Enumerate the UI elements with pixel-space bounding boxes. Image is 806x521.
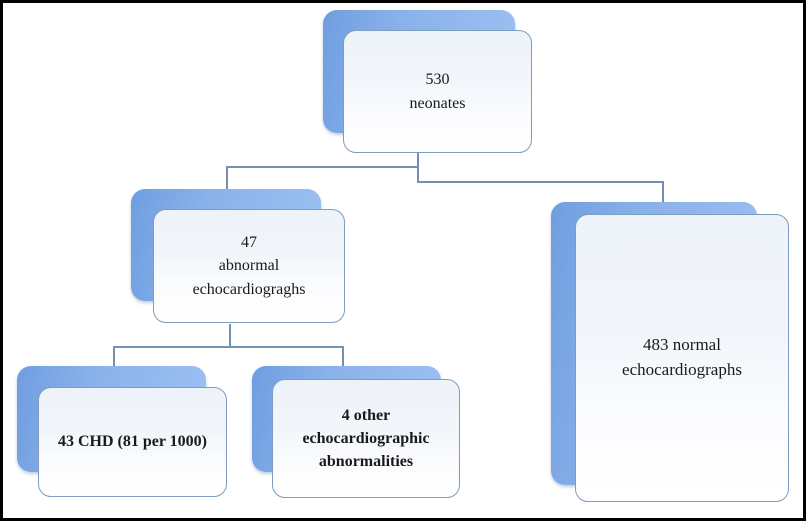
connector-root-to-normal-horizontal xyxy=(417,181,664,183)
node-other-abnormalities[interactable]: 4 other echocardiographic abnormalities xyxy=(252,366,460,498)
connector-root-to-abnormal-horizontal xyxy=(226,166,419,168)
node-normal-echocardiographs-label: 483 normal echocardiographs xyxy=(622,335,742,379)
connector-root-to-normal-drop xyxy=(662,181,664,207)
node-card: 530 neonates xyxy=(343,30,532,153)
node-total-neonates-label: 530 neonates xyxy=(409,71,466,112)
connector-abnormal-to-other-drop xyxy=(342,346,344,367)
node-chd-cases-label: 43 CHD (81 per 1000) xyxy=(57,433,208,451)
node-total-neonates[interactable]: 530 neonates xyxy=(323,10,532,153)
connector-abnormal-horizontal xyxy=(113,346,344,348)
node-normal-echocardiographs[interactable]: 483 normal echocardiographs xyxy=(551,202,789,502)
node-card: 4 other echocardiographic abnormalities xyxy=(272,379,460,498)
node-abnormal-echocardiograms[interactable]: 47 abnormal echocardiograghs xyxy=(131,189,345,323)
node-card: 483 normal echocardiographs xyxy=(575,214,789,502)
connector-root-stem xyxy=(417,147,419,168)
connector-abnormal-to-chd-drop xyxy=(113,346,115,367)
connector-root-junction xyxy=(417,166,419,183)
node-chd-cases[interactable]: 43 CHD (81 per 1000) xyxy=(17,366,227,497)
node-other-abnormalities-label: 4 other echocardiographic abnormalities xyxy=(302,406,430,471)
connector-root-to-abnormal-drop xyxy=(226,166,228,194)
connector-abnormal-stem xyxy=(229,324,231,347)
node-card: 43 CHD (81 per 1000) xyxy=(38,387,227,497)
node-card: 47 abnormal echocardiograghs xyxy=(153,209,345,323)
node-abnormal-echocardiograms-label: 47 abnormal echocardiograghs xyxy=(192,234,306,298)
